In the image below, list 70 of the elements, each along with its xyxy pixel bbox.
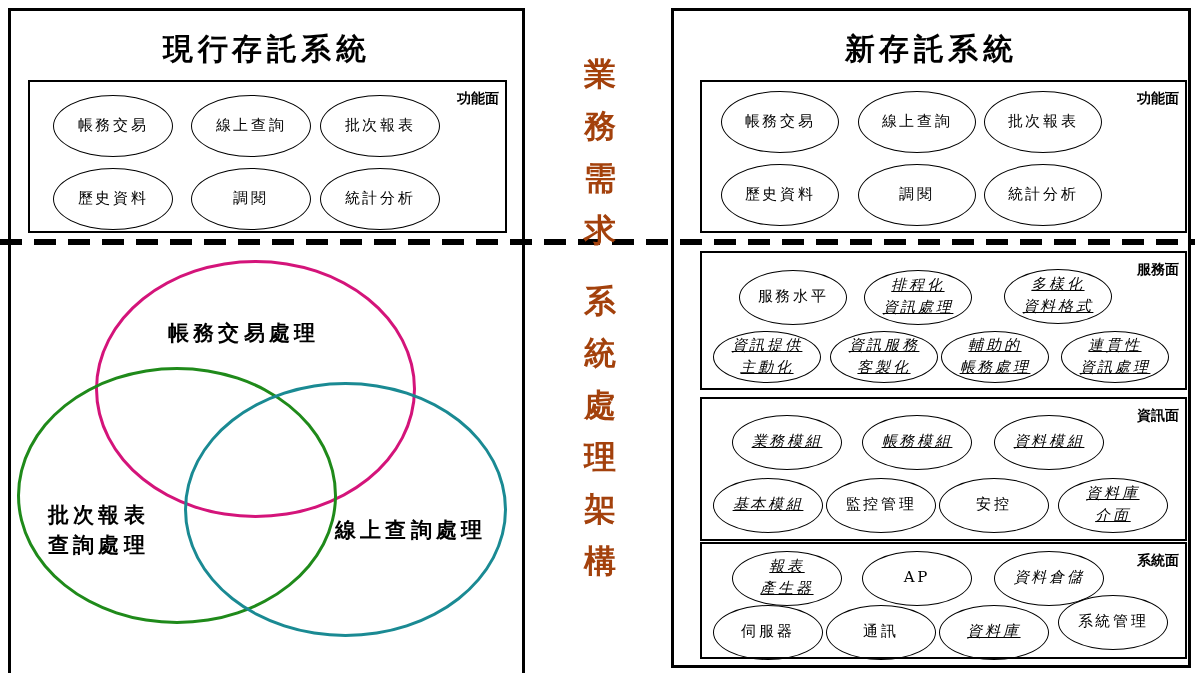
function-oval — [864, 269, 972, 325]
vertical-heading: 系統處理架構 — [583, 281, 617, 582]
oval-label: 歷史資料 — [77, 188, 149, 210]
oval-label: 系統管理 — [1077, 611, 1149, 633]
oval-label: 資訊服務客製化 — [848, 335, 920, 378]
function-oval — [713, 477, 823, 533]
function-oval — [862, 414, 972, 470]
oval-label: 通訊 — [863, 621, 899, 643]
layer-panel — [700, 542, 1187, 659]
system-frame — [671, 8, 1191, 668]
oval-label: 資訊提供主動化 — [731, 335, 803, 378]
oval-label: 帳務模組 — [881, 431, 953, 453]
oval-label: 資料庫 — [967, 621, 1021, 643]
panel-heading: 功能面 — [457, 90, 499, 108]
oval-label: 排程化資訊處理 — [882, 275, 954, 318]
oval-label: 批次報表 — [1007, 111, 1079, 133]
oval-label: 線上查詢 — [881, 111, 953, 133]
oval-label: 歷史資料 — [744, 184, 816, 206]
layer-panel — [700, 251, 1187, 390]
function-oval — [732, 414, 842, 470]
function-oval — [939, 477, 1049, 533]
oval-label: 多樣化資料格式 — [1022, 274, 1094, 317]
layer-panel — [700, 80, 1187, 233]
oval-label: 基本模組 — [732, 494, 804, 516]
function-oval — [826, 604, 936, 660]
system-title: 現行存託系統 — [161, 30, 371, 68]
panel-heading: 資訊面 — [1137, 407, 1179, 425]
oval-label: 線上查詢 — [215, 115, 287, 137]
layer-panel — [28, 80, 507, 233]
oval-label: 報表產生器 — [760, 556, 814, 599]
venn-label: 線上查詢處理 — [335, 516, 487, 544]
function-oval — [939, 604, 1049, 660]
oval-label: 批次報表 — [344, 115, 416, 137]
function-oval — [826, 477, 936, 533]
oval-label: 調閱 — [899, 184, 935, 206]
panel-heading: 服務面 — [1137, 261, 1179, 279]
panel-heading: 系統面 — [1137, 552, 1179, 570]
oval-label: 調閱 — [233, 188, 269, 210]
oval-label: 監控管理 — [845, 494, 917, 516]
function-oval — [739, 269, 847, 325]
oval-label: 資料模組 — [1013, 431, 1085, 453]
oval-label: 服務水平 — [757, 286, 829, 308]
layer-panel — [700, 397, 1187, 541]
oval-label: 安控 — [976, 494, 1012, 516]
oval-label: 輔助的帳務處理 — [959, 335, 1031, 378]
oval-label: 業務模組 — [751, 431, 823, 453]
venn-label: 批次報表查詢處理 — [48, 501, 149, 560]
oval-label: 資料庫介面 — [1086, 483, 1140, 526]
oval-label: 帳務交易 — [744, 111, 816, 133]
oval-label: 統計分析 — [344, 188, 416, 210]
oval-label: 統計分析 — [1007, 184, 1079, 206]
venn-label: 帳務交易處理 — [168, 319, 320, 347]
oval-label: 帳務交易 — [77, 115, 149, 137]
function-oval — [713, 604, 823, 660]
oval-label: 資料倉儲 — [1013, 567, 1085, 589]
function-oval — [1004, 268, 1112, 324]
function-oval — [994, 414, 1104, 470]
function-oval — [1058, 477, 1168, 533]
oval-label: AP — [903, 567, 931, 589]
oval-label: 伺服器 — [741, 621, 795, 643]
panel-heading: 功能面 — [1137, 90, 1179, 108]
vertical-heading: 業務需求 — [583, 54, 617, 251]
venn-circle — [184, 382, 507, 637]
function-oval — [862, 550, 972, 606]
system-title: 新存託系統 — [843, 30, 1019, 68]
function-oval — [732, 550, 842, 606]
function-oval — [994, 550, 1104, 606]
function-oval — [1058, 594, 1168, 650]
oval-label: 連貫性資訊處理 — [1079, 335, 1151, 378]
system-frame — [8, 8, 525, 673]
